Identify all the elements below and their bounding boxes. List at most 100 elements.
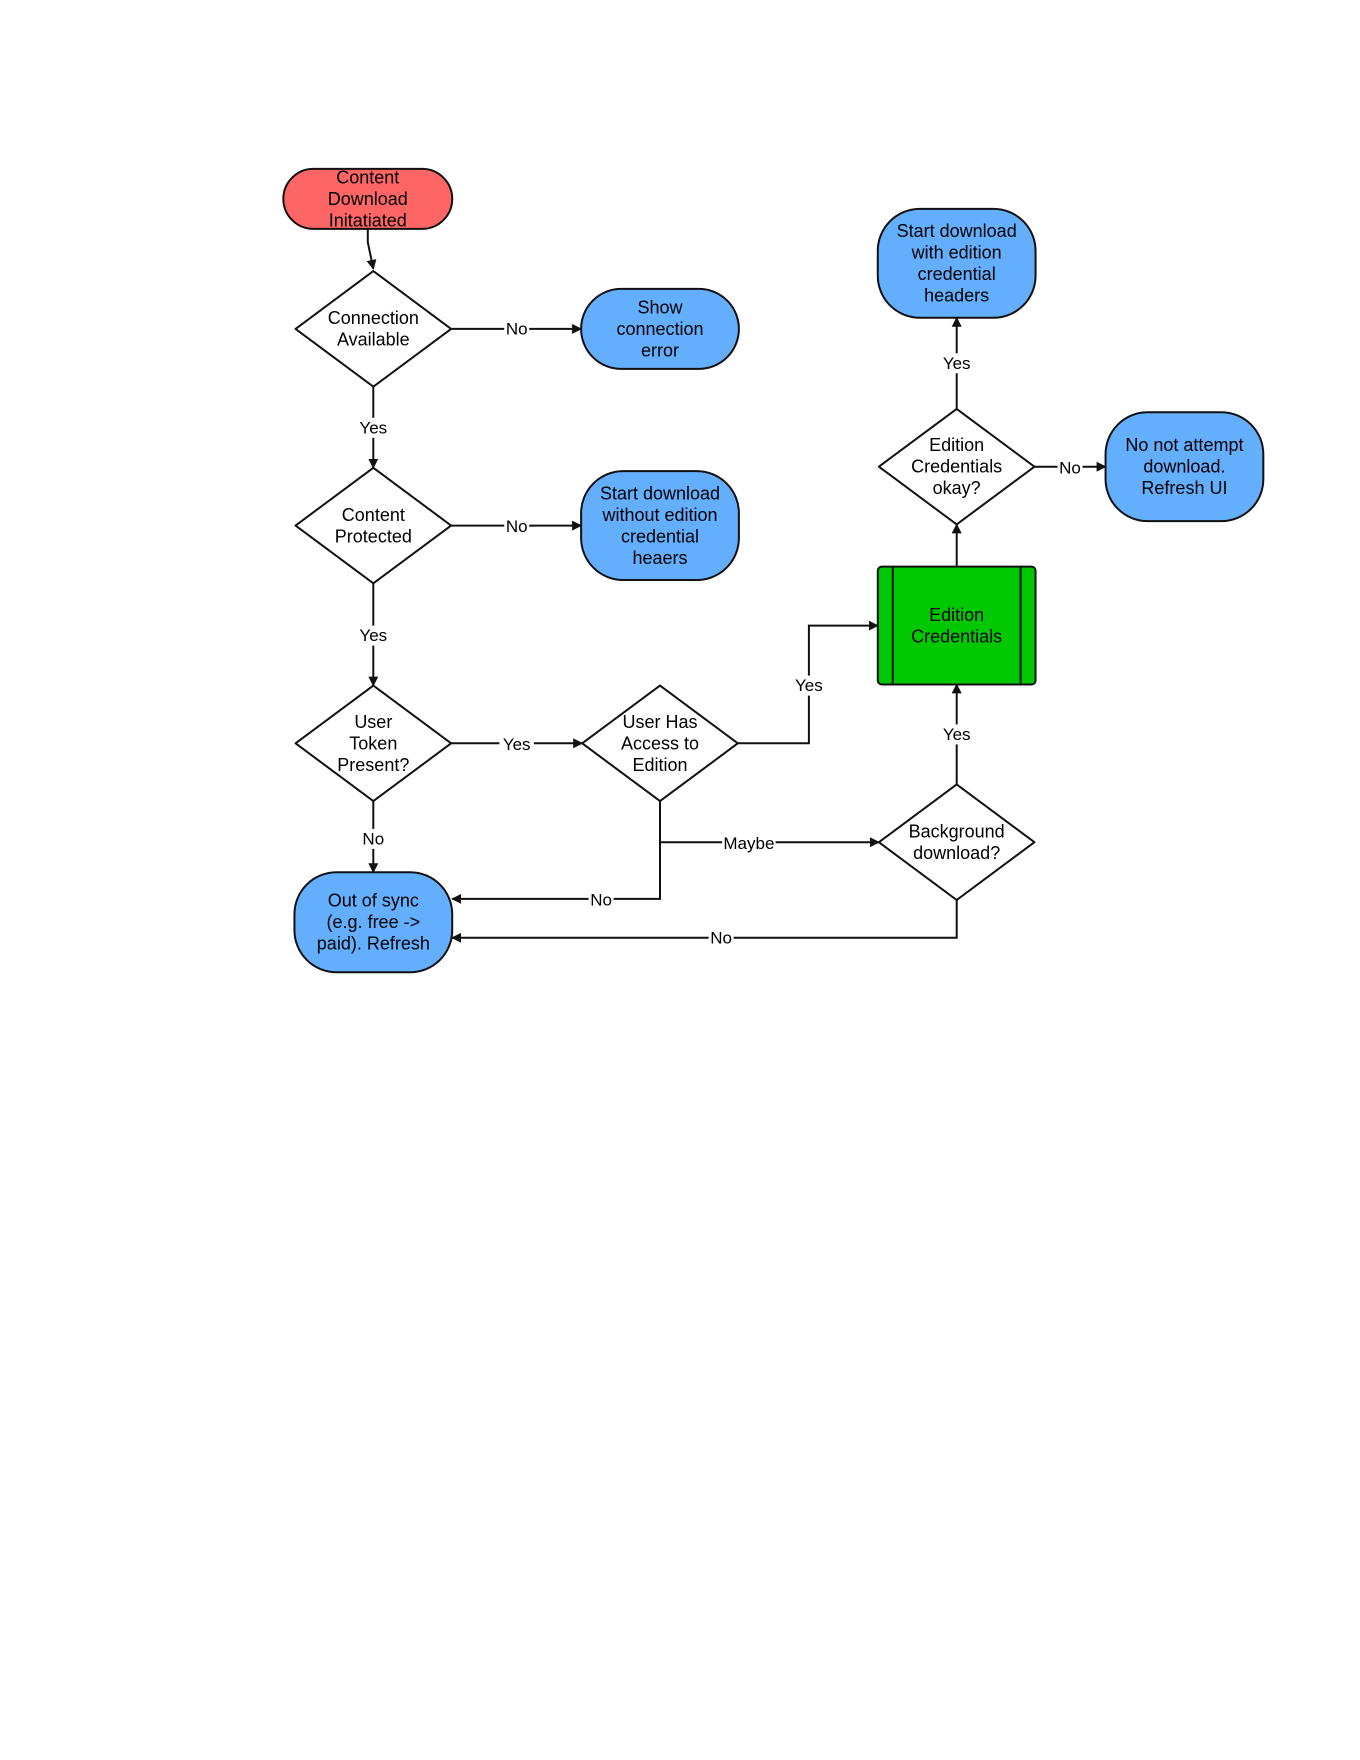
node-label-line: Content bbox=[336, 167, 399, 187]
node-label-line: Start download bbox=[897, 221, 1017, 241]
decision-diamond bbox=[294, 270, 453, 388]
node-label-line: Out of sync bbox=[328, 891, 419, 911]
edge-label-connection-no: No bbox=[506, 319, 528, 338]
terminal-node bbox=[876, 207, 1037, 319]
edge-label-background-yes: Yes bbox=[943, 725, 971, 744]
node-label-line: credential bbox=[621, 526, 699, 546]
node-label-line: error bbox=[641, 340, 679, 360]
edge-label-bg bbox=[939, 724, 974, 745]
edge-label-bg bbox=[1057, 457, 1083, 478]
edge-label-bg bbox=[722, 833, 776, 854]
edge-label-token-yes: Yes bbox=[503, 735, 531, 754]
node-label-line: paid). Refresh bbox=[317, 934, 430, 954]
decision-diamond bbox=[581, 684, 739, 803]
node-label-line: credential bbox=[918, 264, 996, 284]
edge-label-connection-yes: Yes bbox=[359, 418, 387, 437]
node-label-line: Background bbox=[909, 822, 1005, 842]
node-label-line: with edition bbox=[911, 243, 1002, 263]
edge-start-to-connection bbox=[366, 228, 377, 270]
decision-diamond bbox=[877, 783, 1036, 901]
node-label-line: okay? bbox=[933, 478, 981, 498]
edge-label-okay-yes: Yes bbox=[943, 354, 971, 373]
node-label-line: (e.g. free -> bbox=[327, 912, 421, 932]
terminal-node bbox=[293, 871, 454, 974]
decision-diamond bbox=[294, 466, 453, 585]
edge-label-access-maybe: Maybe bbox=[723, 834, 774, 853]
node-label-line: without edition bbox=[601, 505, 717, 525]
terminal-node bbox=[580, 470, 740, 581]
edge-label-bg bbox=[791, 675, 827, 696]
edge-label-bg bbox=[708, 927, 734, 948]
edge-label-bg bbox=[499, 734, 534, 755]
decision-diamond bbox=[877, 407, 1036, 526]
node-out-of-sync: Out of sync(e.g. free ->paid). Refresh bbox=[293, 871, 454, 974]
edge-label-protected-yes: Yes bbox=[359, 626, 387, 645]
terminal-node bbox=[580, 287, 740, 370]
node-label-line: User bbox=[354, 712, 392, 732]
edge-label-protected-no: No bbox=[506, 517, 528, 536]
edge-label-bg bbox=[588, 890, 614, 910]
node-label-line: Protected bbox=[335, 526, 412, 546]
node-label-line: User Has bbox=[622, 712, 697, 732]
node-label-line: Content bbox=[342, 505, 405, 525]
edge-label-bg bbox=[939, 353, 974, 374]
node-label-line: Edition bbox=[929, 435, 984, 455]
terminal-node bbox=[1104, 411, 1265, 523]
edge-label-bg bbox=[360, 828, 386, 849]
node-label-line: download? bbox=[913, 843, 1000, 863]
node-label-line: Download bbox=[328, 189, 408, 209]
node-label-line: Present? bbox=[337, 755, 409, 775]
node-label-line: heaers bbox=[632, 548, 687, 568]
node-label-line: headers bbox=[924, 286, 989, 306]
node-label-line: Connection bbox=[328, 308, 419, 328]
node-label-line: Refresh UI bbox=[1141, 478, 1227, 498]
node-label-line: Credentials bbox=[911, 626, 1002, 646]
decision-diamond bbox=[294, 684, 453, 803]
edge-label-background-no: No bbox=[710, 928, 732, 947]
edge-label-okay-no: No bbox=[1059, 458, 1081, 477]
edge-label-bg bbox=[504, 516, 530, 537]
node-label-line: Start download bbox=[600, 483, 720, 503]
node-label-line: Credentials bbox=[911, 457, 1002, 477]
edge-label-bg bbox=[356, 625, 391, 646]
edge-label-access-yes: Yes bbox=[795, 676, 823, 695]
node-label-line: Token bbox=[349, 733, 397, 753]
start-terminator bbox=[282, 167, 454, 230]
node-label-line: Show bbox=[637, 297, 683, 317]
edge-label-bg bbox=[504, 318, 530, 339]
node-label-line: Edition bbox=[929, 605, 984, 625]
edge-access-no bbox=[451, 842, 661, 904]
edge-background-no bbox=[451, 900, 958, 943]
node-label-line: connection bbox=[616, 319, 703, 339]
node-label: Out of sync(e.g. free ->paid). Refresh bbox=[317, 891, 430, 954]
edge-label-bg bbox=[356, 417, 391, 438]
node-label-line: download. bbox=[1143, 457, 1225, 477]
process-box bbox=[876, 565, 1037, 686]
node-label-line: Initatiated bbox=[329, 210, 407, 230]
node-label-line: Edition bbox=[632, 755, 687, 775]
node-label-line: Access to bbox=[621, 733, 699, 753]
